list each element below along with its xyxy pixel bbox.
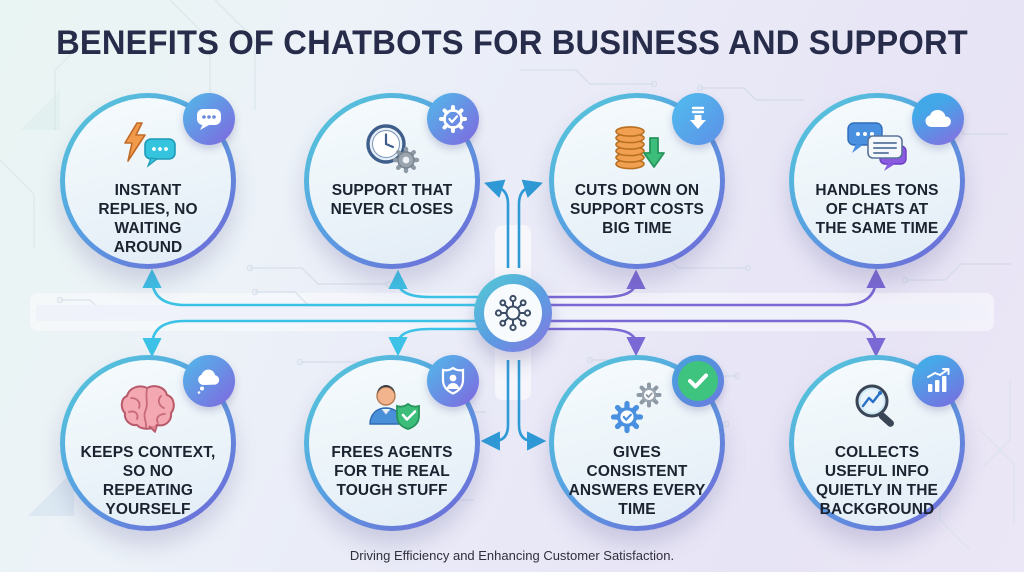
node-body: FREES AGENTS FOR THE REAL TOUGH STUFF bbox=[309, 360, 475, 526]
benefit-label: COLLECTS USEFUL INFO QUIETLY IN THE BACK… bbox=[816, 444, 938, 518]
bar-chart-icon bbox=[912, 355, 964, 407]
node-body: KEEPS CONTEXT, SO NO REPEATING YOURSELF bbox=[65, 360, 231, 526]
cloud-icon bbox=[912, 93, 964, 145]
benefit-label: HANDLES TONS OF CHATS AT THE SAME TIME bbox=[815, 182, 939, 237]
coins-down-arrow-icon bbox=[606, 118, 668, 176]
benefit-node-scales-chats: HANDLES TONS OF CHATS AT THE SAME TIME bbox=[789, 93, 965, 269]
benefit-label: INSTANT REPLIES, NO WAITING AROUND bbox=[98, 182, 198, 256]
check-icon-core bbox=[678, 361, 718, 401]
benefit-label: GIVES CONSISTENT ANSWERS EVERY TIME bbox=[568, 444, 706, 518]
decor-triangle bbox=[20, 90, 60, 130]
benefit-label: FREES AGENTS FOR THE REAL TOUGH STUFF bbox=[331, 444, 453, 499]
benefit-node-collects-info: COLLECTS USEFUL INFO QUIETLY IN THE BACK… bbox=[789, 355, 965, 531]
gears-check-icon bbox=[605, 380, 669, 438]
footer-caption: Driving Efficiency and Enhancing Custome… bbox=[349, 548, 675, 563]
thought-bubble-icon bbox=[183, 355, 235, 407]
benefit-node-frees-agents: FREES AGENTS FOR THE REAL TOUGH STUFF bbox=[304, 355, 480, 531]
benefit-node-cost-savings: CUTS DOWN ON SUPPORT COSTS BIG TIME bbox=[549, 93, 725, 269]
magnifier-chart-icon bbox=[846, 380, 908, 438]
benefit-node-keeps-context: KEEPS CONTEXT, SO NO REPEATING YOURSELF bbox=[60, 355, 236, 531]
benefit-label: CUTS DOWN ON SUPPORT COSTS BIG TIME bbox=[570, 182, 704, 237]
benefit-node-instant-replies: INSTANT REPLIES, NO WAITING AROUND bbox=[60, 93, 236, 269]
shield-person-icon bbox=[427, 355, 479, 407]
gear-check-icon bbox=[427, 93, 479, 145]
page-title: BENEFITS OF CHATBOTS FOR BUSINESS AND SU… bbox=[56, 24, 968, 62]
central-hub bbox=[474, 274, 552, 352]
chat-bubbles-icon bbox=[842, 118, 912, 176]
check-icon bbox=[672, 355, 724, 407]
brain-icon bbox=[117, 380, 179, 438]
lightning-chat-icon bbox=[115, 118, 181, 176]
chat-dots-icon bbox=[183, 93, 235, 145]
agent-shield-icon bbox=[360, 380, 424, 438]
benefit-node-always-open: SUPPORT THAT NEVER CLOSES bbox=[304, 93, 480, 269]
clock-gear-icon bbox=[360, 118, 424, 176]
benefit-label: SUPPORT THAT NEVER CLOSES bbox=[330, 182, 454, 218]
network-hub-icon bbox=[484, 284, 542, 342]
download-arrow-icon bbox=[672, 93, 724, 145]
benefit-label: KEEPS CONTEXT, SO NO REPEATING YOURSELF bbox=[80, 444, 216, 518]
node-body: GIVES CONSISTENT ANSWERS EVERY TIME bbox=[554, 360, 720, 526]
benefit-node-consistent-answers: GIVES CONSISTENT ANSWERS EVERY TIME bbox=[549, 355, 725, 531]
